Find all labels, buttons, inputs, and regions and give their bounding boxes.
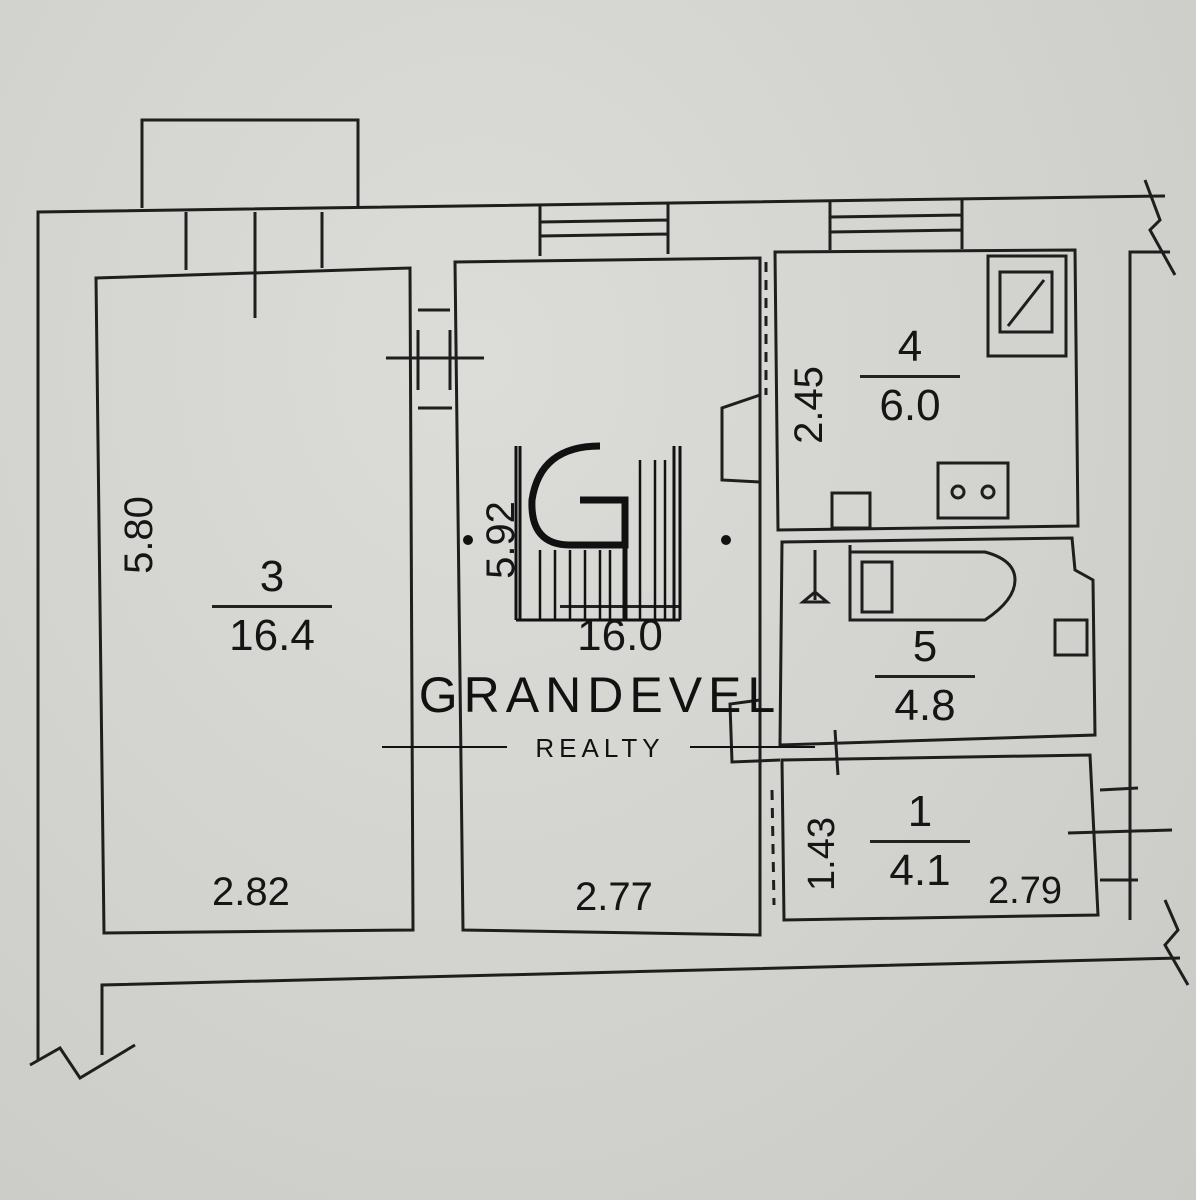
room-3-label: 3 16.4	[212, 555, 332, 658]
logo-divider-right	[690, 746, 815, 748]
hall-length-dimension: 1.43	[800, 817, 843, 891]
room-2-outline	[453, 256, 762, 937]
room-4-outline	[773, 248, 1080, 532]
room-5-area: 4.8	[875, 675, 975, 728]
logo-divider-left	[382, 746, 507, 748]
grandevel-logo-mark	[463, 442, 731, 622]
kitchen-length-dimension: 2.45	[786, 366, 831, 444]
room-3-area: 16.4	[212, 605, 332, 658]
room-1-number: 1	[907, 787, 933, 836]
room-2-width-dimension: 2.77	[575, 875, 653, 919]
room-3-outline	[94, 266, 415, 935]
room-3-width-dimension: 2.82	[212, 870, 290, 914]
room-5-number: 5	[912, 622, 938, 671]
room-3-number: 3	[259, 552, 285, 601]
outer-wall	[36, 194, 1166, 1060]
logo-subtitle: REALTY	[535, 733, 665, 763]
balcony	[140, 118, 360, 208]
room-4-area: 6.0	[860, 375, 960, 428]
room-1-area: 4.1	[870, 840, 970, 893]
room-5-outline	[778, 536, 1097, 747]
room-3-length-dimension: 5.80	[116, 496, 161, 574]
hall-width-dimension: 2.79	[988, 870, 1062, 912]
logo-brand-name: GRANDEVEL	[418, 667, 782, 723]
room-5-label: 5 4.8	[875, 625, 975, 728]
room-4-label: 4 6.0	[860, 325, 960, 428]
room-1-outline	[780, 753, 1100, 922]
room-4-number: 4	[897, 322, 923, 371]
room-1-label: 1 4.1	[870, 790, 970, 893]
